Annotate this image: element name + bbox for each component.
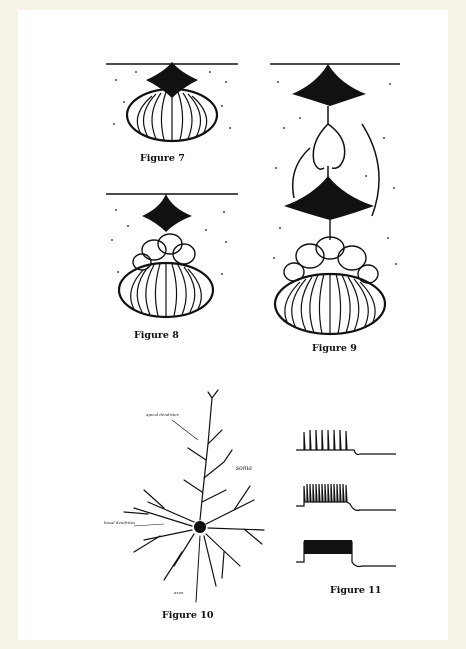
basal-dendrites-label: basal dendrites: [104, 520, 135, 525]
document-page: Figure 7 Figure 8: [18, 10, 448, 640]
figure-11-drawing: [296, 422, 396, 572]
figure-8-drawing: [106, 190, 238, 325]
figure-9-drawing: [270, 58, 400, 340]
figure-11-caption: Figure 11: [330, 585, 381, 596]
soma-label: soma: [236, 465, 252, 472]
figure-7-caption: Figure 7: [140, 153, 185, 164]
figure-8-caption: Figure 8: [134, 330, 179, 341]
figure-10-drawing: apical dendrites soma basal dendrites ax…: [104, 390, 274, 605]
axon-label: axon: [174, 590, 184, 595]
figure-9-caption: Figure 9: [312, 343, 357, 354]
figure-10-caption: Figure 10: [162, 610, 213, 621]
figure-7-drawing: [106, 58, 238, 148]
apical-dendrites-label: apical dendrites: [146, 412, 179, 417]
